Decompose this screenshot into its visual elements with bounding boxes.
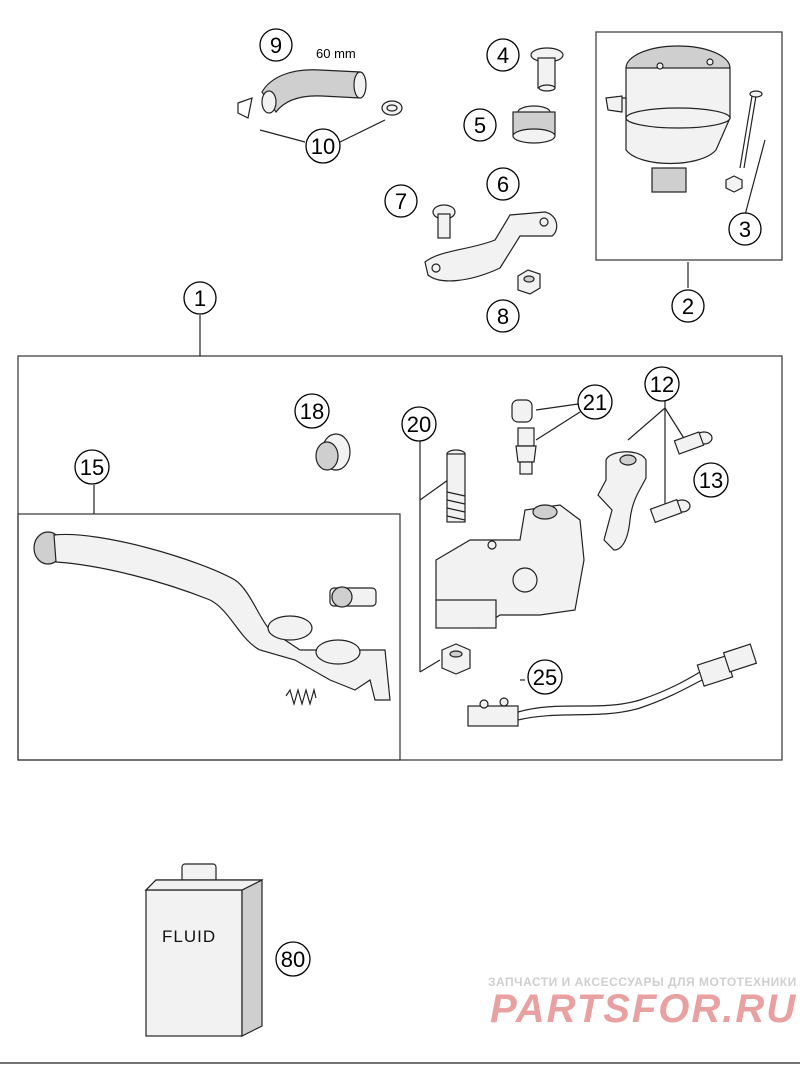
callout-21: 21 xyxy=(577,384,613,420)
svg-text:80: 80 xyxy=(281,947,305,972)
watermark-tagline: ЗАПЧАСТИ И АКСЕССУАРЫ ДЛЯ МОТОТЕХНИКИ xyxy=(488,975,797,989)
brake-lever xyxy=(33,531,391,701)
callout-80: 80 xyxy=(275,941,311,977)
fluid-reservoir xyxy=(605,45,731,193)
svg-text:5: 5 xyxy=(474,113,486,138)
callout-25: 25 xyxy=(527,659,563,695)
callout-2: 2 xyxy=(671,289,705,323)
master-cylinder-body xyxy=(435,504,585,629)
svg-text:21: 21 xyxy=(583,390,607,415)
svg-text:1: 1 xyxy=(194,286,206,311)
bleeder-valve xyxy=(511,399,537,475)
callout-6: 6 xyxy=(486,167,520,201)
svg-text:6: 6 xyxy=(497,172,509,197)
svg-text:4: 4 xyxy=(497,43,509,68)
fluid-label: FLUID xyxy=(162,927,216,946)
callout-13: 13 xyxy=(693,462,729,498)
cap xyxy=(315,433,351,471)
leader-lines xyxy=(93,119,766,681)
handlebar-clamp xyxy=(597,451,647,551)
hose xyxy=(261,69,367,114)
svg-text:2: 2 xyxy=(682,294,694,319)
svg-text:9: 9 xyxy=(270,33,282,58)
grommet xyxy=(512,105,556,144)
clamp-screw xyxy=(649,431,713,524)
callout-7: 7 xyxy=(384,184,418,218)
svg-text:15: 15 xyxy=(80,455,104,480)
svg-text:20: 20 xyxy=(407,412,431,437)
callout-1: 1 xyxy=(183,281,217,315)
lever-spring xyxy=(285,687,317,707)
callout-20: 20 xyxy=(401,406,437,442)
pivot-nut xyxy=(441,643,471,675)
svg-text:18: 18 xyxy=(300,399,324,424)
brake-light-switch xyxy=(467,643,758,727)
svg-text:12: 12 xyxy=(650,372,674,397)
callout-4: 4 xyxy=(486,38,520,72)
svg-text:3: 3 xyxy=(739,217,751,242)
watermark-logo: PARTSFOR.RU xyxy=(490,987,797,1031)
callout-10: 10 xyxy=(305,128,341,164)
callout-9: 9 xyxy=(259,28,293,62)
svg-text:25: 25 xyxy=(533,665,557,690)
bolt xyxy=(530,47,564,92)
bracket xyxy=(424,211,558,282)
hose-length-label: 60 mm xyxy=(316,46,356,61)
svg-text:13: 13 xyxy=(699,468,723,493)
reservoir-screw xyxy=(725,90,763,193)
svg-text:10: 10 xyxy=(311,134,335,159)
fluid-bottle xyxy=(144,863,264,1037)
svg-text:8: 8 xyxy=(497,304,509,329)
callout-8: 8 xyxy=(486,299,520,333)
screw xyxy=(432,204,456,239)
callout-5: 5 xyxy=(463,108,497,142)
nut xyxy=(517,269,541,295)
lever-group-frame xyxy=(17,513,401,761)
svg-text:7: 7 xyxy=(395,189,407,214)
reservoir-group-frame xyxy=(595,31,783,261)
callout-18: 18 xyxy=(294,393,330,429)
callout-15: 15 xyxy=(74,449,110,485)
pivot-pin xyxy=(446,449,466,523)
hose-clamp xyxy=(237,97,403,119)
callout-12: 12 xyxy=(644,366,680,402)
callout-3: 3 xyxy=(728,212,762,246)
